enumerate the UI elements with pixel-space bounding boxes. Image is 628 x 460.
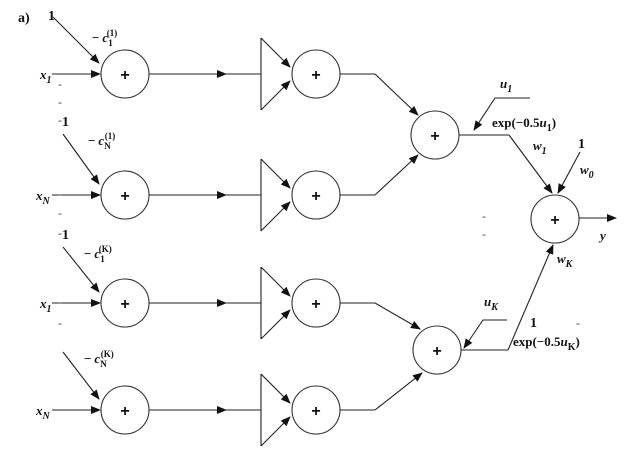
output-bias-input: 1 bbox=[578, 137, 585, 152]
bias-input-label: 1 bbox=[48, 9, 55, 24]
arrow-to-hidden-sum bbox=[374, 372, 423, 411]
multiplier-arrow bbox=[260, 37, 291, 68]
bias-arrow bbox=[62, 246, 100, 293]
plus-symbol: + bbox=[120, 296, 129, 313]
multiplier-arrow bbox=[260, 309, 291, 340]
input-label: x1 bbox=[39, 296, 52, 315]
output-unit: + 1 w0 y - - bbox=[482, 137, 617, 244]
bias-input-label: 1 bbox=[62, 228, 69, 243]
hidden-unit-1: + u1 exp(−0.5u1) w1 bbox=[340, 73, 556, 196]
plus-symbol: + bbox=[430, 128, 439, 145]
ellipsis-mark: - bbox=[58, 187, 62, 201]
ellipsis-mark: - bbox=[576, 316, 580, 330]
weight-label: wK bbox=[557, 251, 574, 270]
bias-arrow bbox=[62, 133, 100, 185]
multiplier-arrow bbox=[260, 266, 291, 297]
input-label: xN bbox=[35, 188, 51, 207]
hidden-var-label: u1 bbox=[500, 76, 512, 95]
plus-symbol: + bbox=[120, 188, 129, 205]
multiplier-arrow bbox=[260, 80, 291, 111]
plus-symbol: + bbox=[120, 403, 129, 420]
plus-symbol: + bbox=[550, 212, 559, 229]
arrow-to-hidden-sum bbox=[374, 154, 419, 196]
input-row: x1 1 −c1(1) + + bbox=[39, 9, 341, 111]
activation-feedback-arrow bbox=[473, 97, 530, 131]
input-row: xN −cN(K) + + bbox=[35, 349, 341, 447]
ellipsis-mark: - bbox=[58, 316, 62, 330]
arrow-to-hidden-sum bbox=[374, 73, 419, 116]
plus-symbol: + bbox=[311, 296, 320, 313]
multiplier-arrow bbox=[260, 416, 291, 447]
output-label: y bbox=[598, 228, 606, 243]
ellipsis-mark: - bbox=[482, 209, 486, 223]
multiplier-arrow bbox=[260, 201, 291, 232]
bias-weight-label: −cN(1) bbox=[88, 131, 115, 151]
activation-label: exp(−0.5uK) bbox=[513, 334, 580, 353]
bias-arrow bbox=[62, 351, 100, 400]
activation-feedback-arrow bbox=[463, 319, 507, 349]
input-row: x1 1 −c1(K) + + bbox=[39, 228, 341, 340]
input-label: xN bbox=[35, 403, 51, 422]
ellipsis-mark: - bbox=[58, 206, 62, 220]
ellipsis-mark: - bbox=[58, 226, 62, 240]
ellipsis-mark: - bbox=[58, 295, 62, 309]
ellipsis-mark: - bbox=[482, 227, 486, 241]
bias-weight-label: −c1(K) bbox=[84, 244, 112, 264]
panel-label: a) bbox=[18, 11, 30, 26]
plus-symbol: + bbox=[120, 67, 129, 84]
bias-input-label: 1 bbox=[62, 115, 69, 130]
multiplier-arrow bbox=[260, 373, 291, 404]
weight-label: w1 bbox=[533, 138, 547, 157]
output-bias-weight: w0 bbox=[580, 162, 594, 181]
input-row: xN 1 −cN(1) + + bbox=[35, 115, 341, 232]
hidden-unit-k: + uK exp(−0.5uK) 1 - wK bbox=[340, 244, 580, 411]
bias-arrow bbox=[52, 16, 100, 64]
hidden-var-label: uK bbox=[484, 294, 499, 313]
output-sum-node bbox=[530, 194, 580, 244]
weighted-arrow-to-output bbox=[508, 134, 553, 194]
output-bias-arrow bbox=[557, 151, 581, 194]
plus-symbol: + bbox=[311, 188, 320, 205]
plus-symbol: + bbox=[432, 343, 441, 360]
bias-weight-label: −cN(K) bbox=[84, 349, 114, 369]
ellipsis-mark: - bbox=[58, 95, 62, 109]
bias-input-label: 1 bbox=[530, 316, 537, 331]
ellipsis-mark: - bbox=[58, 77, 62, 91]
bias-weight-label: −c1(1) bbox=[92, 28, 117, 48]
weighted-arrow-to-output bbox=[507, 244, 554, 351]
ellipsis-mark: - bbox=[58, 113, 62, 127]
multiplier-arrow bbox=[260, 158, 291, 189]
arrow-to-hidden-sum bbox=[374, 302, 421, 330]
plus-symbol: + bbox=[311, 67, 320, 84]
activation-label: exp(−0.5u1) bbox=[492, 115, 556, 134]
input-label: x1 bbox=[39, 67, 52, 86]
plus-symbol: + bbox=[311, 403, 320, 420]
